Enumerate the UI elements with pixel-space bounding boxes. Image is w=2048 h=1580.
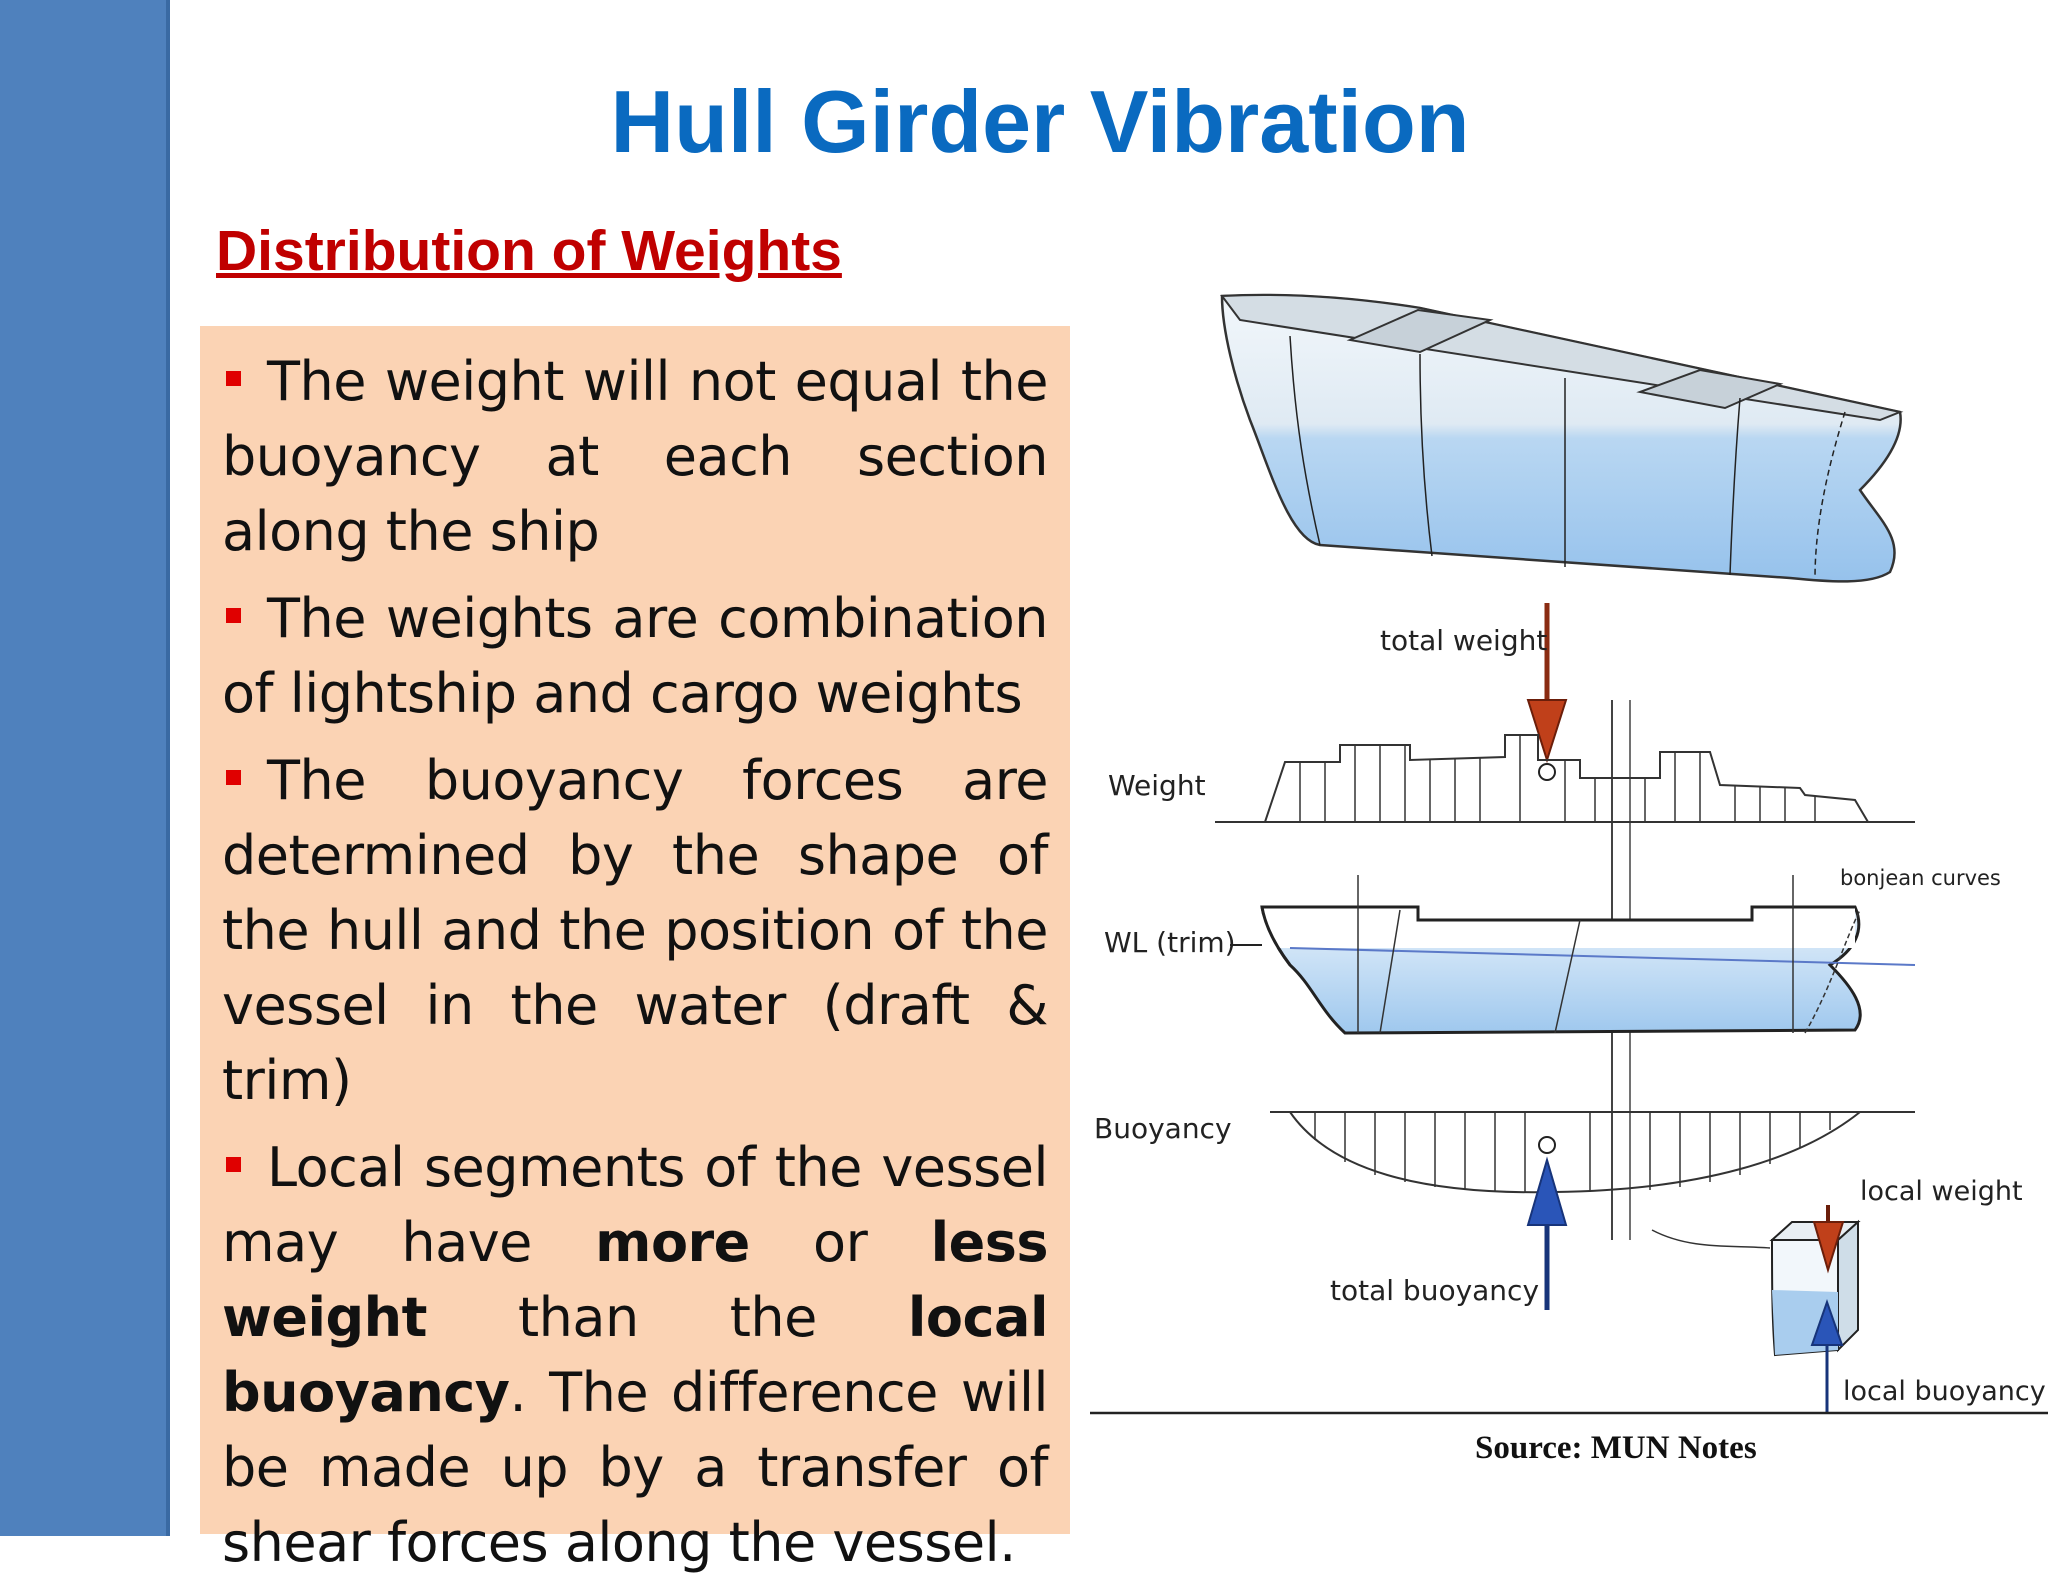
total-buoyancy-label: total buoyancy	[1330, 1274, 1539, 1307]
bullet-marker-icon	[226, 370, 241, 386]
total-weight-arrow	[1526, 603, 1568, 781]
figure-source-caption: Source: MUN Notes	[1475, 1430, 1757, 1466]
bullet-bold-text: more	[595, 1211, 750, 1274]
bullet-text: The buoyancy forces are determined by th…	[222, 749, 1049, 1112]
bullet-marker-icon	[226, 1156, 241, 1172]
ship-hull-3d	[1220, 293, 1904, 583]
bullet-bold-text: less weight	[222, 1211, 1048, 1349]
bullet-bold-text: local buoyancy	[222, 1286, 1049, 1424]
buoyancy-label: Buoyancy	[1094, 1112, 1232, 1145]
local-buoyancy-label: local buoyancy	[1843, 1376, 2046, 1407]
local-segment-block	[1769, 1205, 1861, 1412]
bullet-item: The buoyancy forces are determined by th…	[222, 743, 1049, 1118]
left-accent-bar	[0, 0, 170, 1536]
bullet-text: Local segments of the vessel may have	[222, 1136, 1049, 1274]
bonjean-curves-label: bonjean curves	[1840, 866, 2001, 890]
bullet-marker-icon	[226, 769, 241, 785]
bullet-text-box: The weight will not equal the buoyancy a…	[200, 326, 1070, 1574]
bullet-text: The weight will not equal the buoyancy a…	[222, 350, 1049, 563]
bullet-list: The weight will not equal the buoyancy a…	[222, 344, 1049, 1580]
wl-trim-label: WL (trim)	[1104, 926, 1236, 959]
weight-distribution-curve	[1215, 734, 1915, 823]
total-buoyancy-arrow	[1526, 1136, 1568, 1310]
bullet-marker-icon	[226, 607, 241, 623]
bullet-text: or	[749, 1211, 931, 1274]
section-heading: Distribution of Weights	[216, 219, 842, 283]
bullet-text: The weights are combination of lightship…	[222, 587, 1049, 725]
buoyancy-distribution-curve	[1270, 1111, 1915, 1194]
total-weight-label: total weight	[1380, 624, 1547, 657]
bullet-item: The weights are combination of lightship…	[222, 581, 1049, 731]
bullet-text: than the	[426, 1286, 908, 1349]
slide-title: Hull Girder Vibration	[610, 72, 1470, 171]
local-weight-label: local weight	[1860, 1176, 2023, 1207]
weight-label: Weight	[1108, 769, 1206, 802]
bullet-item: Local segments of the vessel may have mo…	[222, 1130, 1049, 1580]
bullet-item: The weight will not equal the buoyancy a…	[222, 344, 1049, 569]
hull-profile-wl	[1230, 875, 1916, 1035]
hull-weight-buoyancy-diagram: total weight Weight WL (trim) bonjean cu…	[1090, 293, 2048, 1415]
